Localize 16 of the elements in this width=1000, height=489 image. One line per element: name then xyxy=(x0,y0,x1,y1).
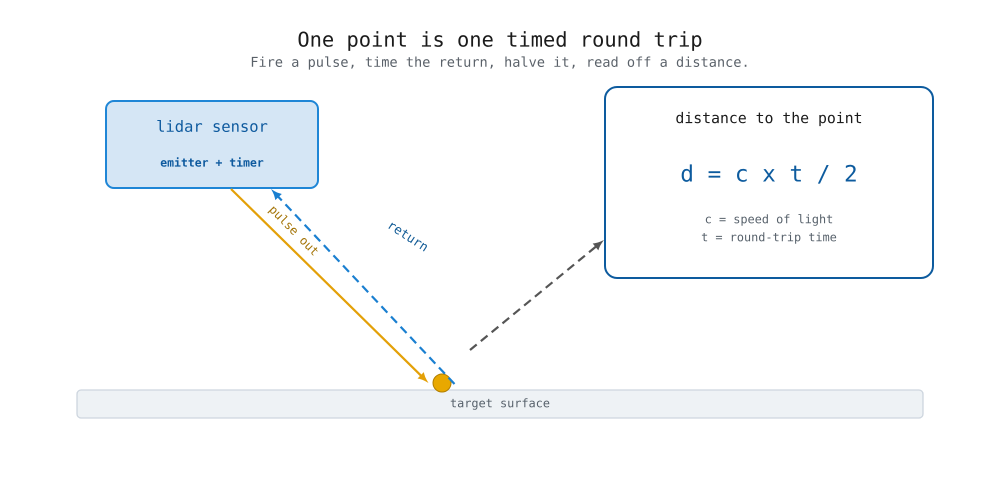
dot xyxy=(432,373,452,392)
info-box xyxy=(604,86,934,279)
box-heading: distance to the point xyxy=(676,112,862,126)
box-title: lidar sensor xyxy=(157,120,268,132)
arrow xyxy=(272,190,456,385)
title: One point is one timed round trip xyxy=(298,31,702,51)
box-subtitle: emitter + timer xyxy=(160,157,264,167)
surface-band xyxy=(76,389,924,419)
formula: d = c x t / 2 xyxy=(682,164,856,184)
band-label: target surface xyxy=(450,398,550,410)
subtitle: Fire a pulse, time the return, halve it, read off a distance. xyxy=(252,56,746,70)
sensor-box xyxy=(105,100,319,189)
definition: c = speed of light xyxy=(706,214,832,226)
definition: t = round-trip time xyxy=(702,232,836,244)
arrow xyxy=(469,242,602,351)
arrow xyxy=(230,188,427,382)
